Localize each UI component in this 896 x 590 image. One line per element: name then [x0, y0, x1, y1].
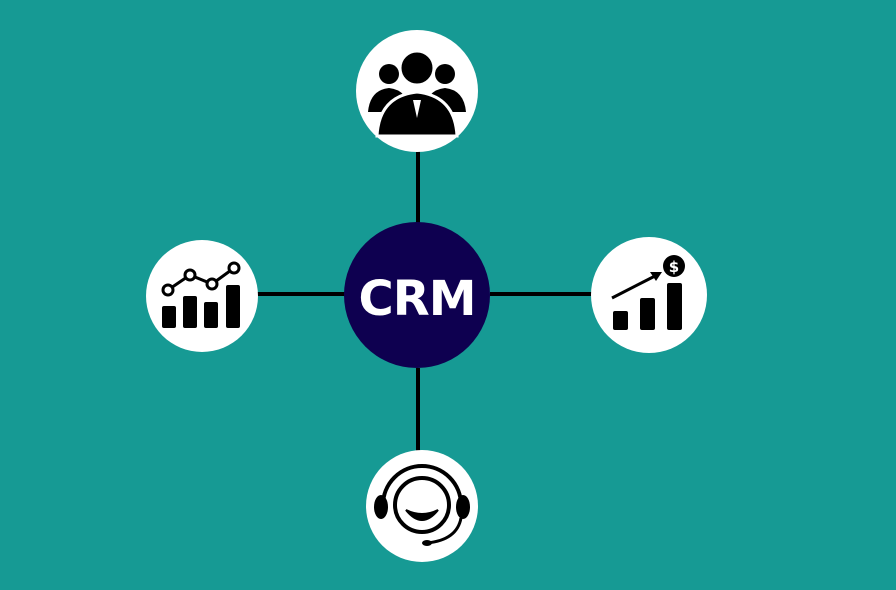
node-customers [356, 30, 478, 152]
node-analytics [146, 240, 258, 352]
bar-line-chart-icon [161, 261, 241, 328]
people-group-icon [368, 49, 466, 138]
node-sales-growth: $ [591, 237, 707, 353]
connector-lines [256, 150, 592, 452]
center-label: CRM [359, 271, 476, 327]
revenue-growth-icon: $ [611, 255, 685, 330]
node-support [366, 450, 478, 562]
svg-text:$: $ [669, 258, 679, 276]
headset-support-icon [374, 464, 470, 546]
center-node: CRM [344, 222, 490, 368]
